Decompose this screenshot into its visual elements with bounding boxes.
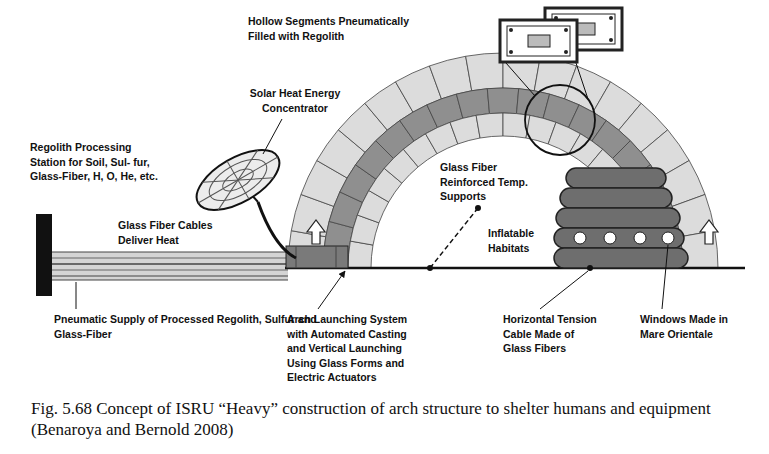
solar-concentrator [187,138,289,222]
magnifier-line [506,63,535,96]
launch-arrow [700,220,718,244]
arch-segment [476,113,503,138]
segment-bolt [509,50,513,54]
pipe-line [52,258,288,259]
segment-bolt [609,38,613,42]
arch-structure [288,53,718,268]
heat-cable [258,202,296,258]
segment-core [528,35,550,47]
callout-label: Regolith Processing Station for Soil, Su… [30,140,162,184]
leader-line [540,271,588,309]
supply-pipes [52,252,288,280]
dish-spoke [202,150,273,210]
callout-label: Inflatable Habitats [488,226,548,255]
pipe-line [52,276,288,277]
launch-base-line [336,246,337,268]
dish-ring [203,151,273,209]
dish-rim [187,138,289,222]
pipe-line [52,263,288,265]
magnifier-line [576,63,588,99]
pipe-line [52,252,288,253]
callout-label: Windows Made in Mare Orientale [640,312,740,341]
callout-label: Horizontal Tension Cable Made of Glass F… [503,312,603,356]
arch-segment [348,241,373,268]
launch-arrow [307,220,325,244]
inflatable-habitats [554,168,688,268]
callout-label: Arch Launching System with Automated Cas… [287,312,419,385]
habitat [556,208,680,228]
window [574,232,586,244]
processing-station [36,214,52,296]
leader-line [662,245,668,309]
magnifier-circle [525,85,595,155]
temp-support [430,208,478,268]
callout-label: Hollow Segments Pneumatically Filled wit… [248,14,433,43]
habitat [566,168,666,188]
leader-line [76,282,77,309]
dish-spoke [202,150,273,210]
segment-bolt [609,16,613,20]
figure-caption: Fig. 5.68 Concept of ISRU “Heavy” constr… [31,398,743,440]
leader-dot [427,265,433,271]
callout-label: Glass Fiber Cables Deliver Heat [118,218,218,247]
hollow-segment [500,20,577,62]
segment-box [500,20,577,62]
habitat [560,188,672,208]
leader-dot [475,205,481,211]
leader-dot [587,265,593,271]
window [634,232,646,244]
habitat [554,228,684,248]
callout-label: Solar Heat Energy Concentrator [236,86,354,115]
arch-segment [450,115,480,144]
callout-label: Glass Fiber Reinforced Temp. Supports [440,160,530,204]
segment-inner [507,26,570,56]
window [662,232,674,244]
window [604,232,616,244]
segment-bolt [564,28,568,32]
arch-segment [466,53,503,91]
leader-arrow [318,271,345,309]
pipe-line [52,270,288,271]
leader-line [263,119,282,154]
pipe-line [52,280,288,281]
segment-bolt [564,50,568,54]
segment-bolt [509,28,513,32]
arch-segment [487,88,518,114]
